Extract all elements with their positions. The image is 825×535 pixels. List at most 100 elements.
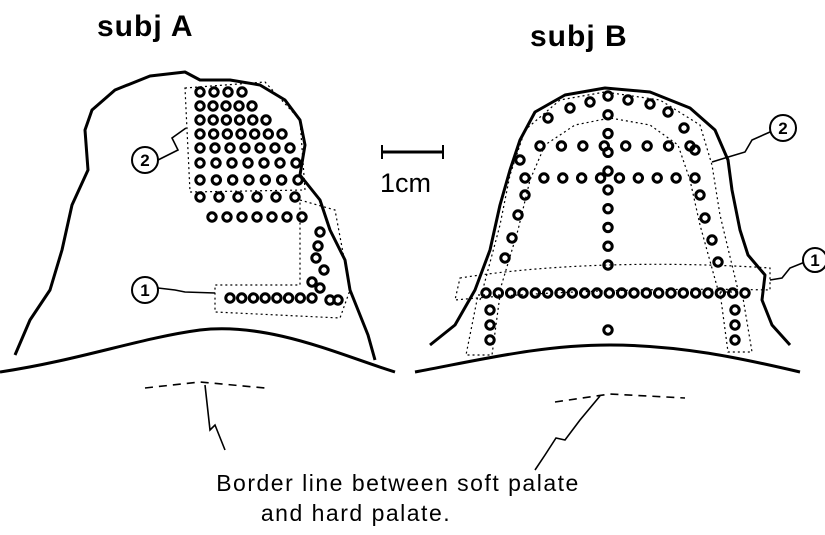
electrode-ring — [604, 167, 612, 175]
electrode-ring — [234, 193, 242, 201]
electrode-ring — [654, 289, 662, 297]
electrode-ring — [516, 156, 524, 164]
electrode-ring — [586, 98, 594, 106]
electrode-ring — [320, 266, 328, 274]
electrode-ring — [691, 174, 699, 182]
electrode-ring — [519, 289, 527, 297]
electrode-ring — [679, 289, 687, 297]
electrode-ring — [284, 294, 292, 302]
electrode-ring — [308, 278, 316, 286]
electrode-ring — [316, 228, 324, 236]
electrode-ring — [209, 116, 217, 124]
electrode-ring — [278, 130, 286, 138]
scale-bar — [382, 145, 443, 159]
electrode-ring — [691, 146, 699, 154]
electrode-ring — [566, 104, 574, 112]
electrode-ring — [604, 92, 612, 100]
electrode-ring — [680, 124, 688, 132]
electrode-ring — [244, 159, 252, 167]
electrode-ring — [264, 130, 272, 138]
electrode-ring — [604, 242, 612, 250]
electrode-ring — [196, 176, 204, 184]
electrode-ring — [209, 102, 217, 110]
electrode-ring — [486, 321, 494, 329]
electrode-ring — [262, 116, 270, 124]
electrode-ring — [531, 289, 539, 297]
electrode-ring — [579, 142, 587, 150]
subject-a-title: subj A — [97, 10, 194, 44]
electrode-ring — [557, 142, 565, 150]
electrode-ring — [604, 186, 612, 194]
electrode-ring — [643, 142, 651, 150]
electrode-ring — [653, 174, 661, 182]
electrode-ring — [556, 289, 564, 297]
electrode-ring — [714, 258, 722, 266]
electrode-ring — [271, 144, 279, 152]
electrode-ring — [704, 289, 712, 297]
electrode-ring — [248, 102, 256, 110]
electrode-ring — [741, 289, 749, 297]
electrode-ring — [210, 88, 218, 96]
electrode-ring — [701, 214, 709, 222]
electrode-ring — [291, 193, 299, 201]
electrode-ring — [634, 174, 642, 182]
electrode-ring — [536, 142, 544, 150]
electrode-ring — [604, 261, 612, 269]
electrode-ring — [223, 130, 231, 138]
electrode-ring — [731, 336, 739, 344]
electrode-ring — [604, 326, 612, 334]
electrode-ring — [731, 306, 739, 314]
subject-b-border-dashes — [555, 394, 685, 402]
electrode-ring — [486, 336, 494, 344]
electrode-ring — [226, 294, 234, 302]
electrode-ring — [209, 130, 217, 138]
electrode-ring — [604, 111, 612, 119]
electrode-ring — [228, 159, 236, 167]
electrode-ring — [235, 102, 243, 110]
subject-b-palate: 2 1 — [415, 88, 825, 470]
electrode-ring — [273, 294, 281, 302]
electrode-ring — [196, 193, 204, 201]
electrode-ring — [691, 289, 699, 297]
electrode-ring — [514, 211, 522, 219]
subject-a-teeth-line — [0, 329, 395, 372]
electrode-ring — [296, 294, 304, 302]
electrode-ring — [272, 193, 280, 201]
electrode-ring — [672, 174, 680, 182]
electrode-ring — [617, 289, 625, 297]
electrode-ring — [238, 213, 246, 221]
subject-b-teeth-line — [415, 345, 800, 372]
electrode-ring — [238, 294, 246, 302]
electrode-ring — [494, 289, 502, 297]
electrode-ring — [314, 242, 322, 250]
electrode-ring — [222, 116, 230, 124]
electrode-ring — [731, 321, 739, 329]
electrode-ring — [605, 289, 613, 297]
electrode-ring — [667, 289, 675, 297]
electrode-ring — [277, 176, 285, 184]
electrode-ring — [593, 289, 601, 297]
electrode-ring — [622, 142, 630, 150]
electrode-ring — [249, 116, 257, 124]
electrode-ring — [253, 193, 261, 201]
electrode-ring — [228, 176, 236, 184]
electrode-ring — [642, 289, 650, 297]
electrode-ring — [208, 213, 216, 221]
electrode-ring — [238, 88, 246, 96]
electrode-ring — [196, 102, 204, 110]
electrode-ring — [624, 96, 632, 104]
electrode-ring — [600, 142, 608, 150]
electrode-ring — [664, 108, 672, 116]
electrode-ring — [506, 289, 514, 297]
electrode-ring — [696, 191, 704, 199]
electrode-ring — [253, 213, 261, 221]
caption-line-1: Border line between soft palate — [148, 470, 648, 497]
electrode-ring — [294, 176, 302, 184]
electrode-ring — [312, 254, 320, 262]
electrode-ring — [212, 159, 220, 167]
subject-a-pointer-line — [205, 385, 225, 450]
subject-a-callout-1-line — [158, 288, 215, 293]
electrode-ring — [646, 100, 654, 108]
electrode-ring — [577, 174, 585, 182]
